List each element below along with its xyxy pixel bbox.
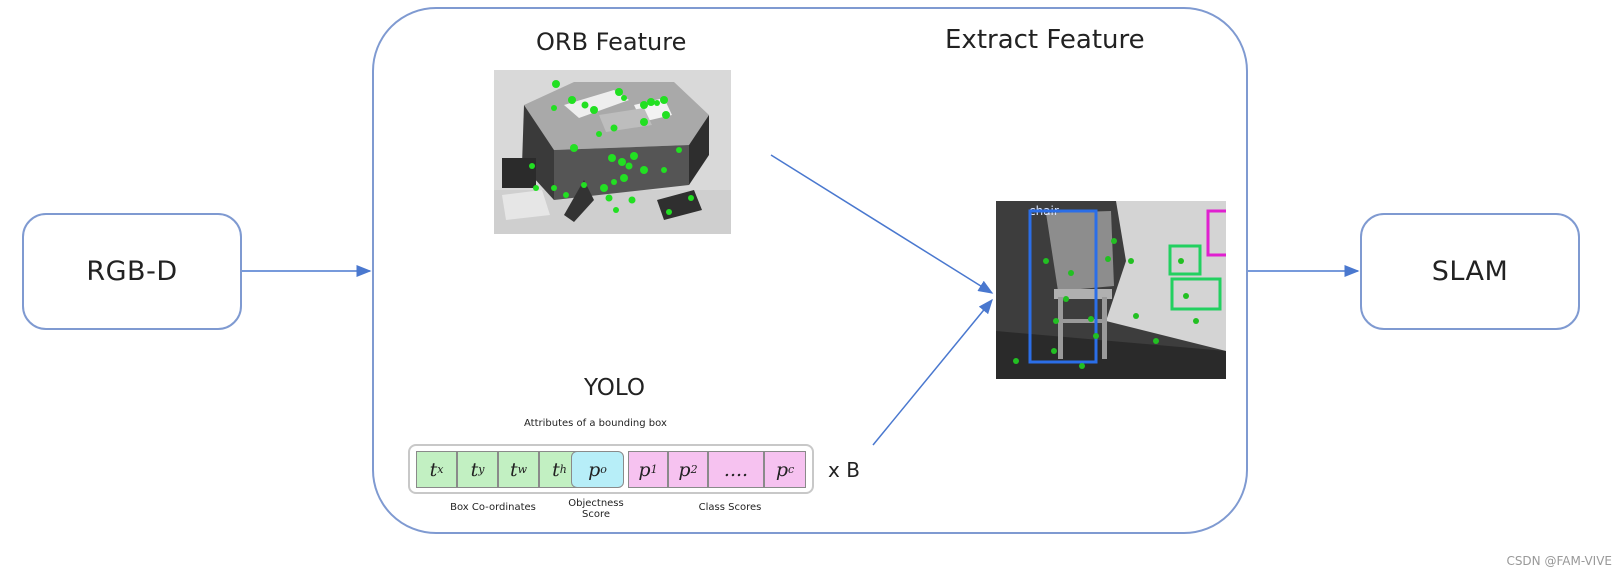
orb-feature-image	[494, 70, 731, 234]
yolo-title: YOLO	[584, 375, 645, 401]
rgbd-input-node: RGB-D	[22, 213, 242, 330]
objectness-score-label: Objectness Score	[568, 498, 624, 520]
slam-output-node: SLAM	[1360, 213, 1580, 330]
feature-extraction-container	[372, 7, 1248, 534]
ellipsis-cell: ....	[708, 451, 764, 488]
arrow-yolo-to-extract	[872, 298, 993, 446]
times-b-multiplier: x B	[828, 458, 860, 482]
arrow-orb-to-extract	[770, 154, 994, 294]
slam-label: SLAM	[1431, 256, 1509, 287]
orb-feature-title: ORB Feature	[536, 28, 687, 56]
rgbd-label: RGB-D	[86, 256, 178, 287]
bounding-box-vector	[408, 444, 814, 494]
class-scores-label: Class Scores	[698, 502, 762, 513]
detection-result-image: chair	[996, 201, 1226, 379]
bounding-box-attributes-caption: Attributes of a bounding box	[524, 418, 667, 429]
watermark: CSDN @FAM-VIVE	[1506, 554, 1612, 568]
extract-feature-title: Extract Feature	[945, 25, 1145, 55]
box-coordinates-label: Box Co-ordinates	[450, 502, 536, 513]
